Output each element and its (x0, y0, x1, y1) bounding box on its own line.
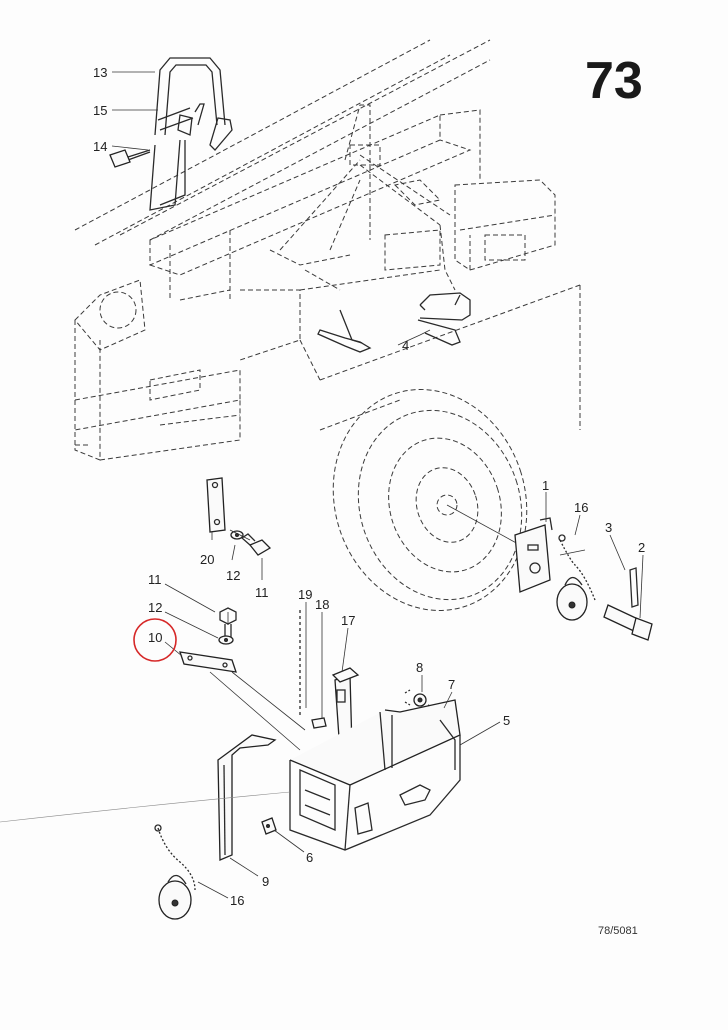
clamp-parts (317, 292, 471, 353)
callout-12-upper: 12 (226, 568, 240, 583)
small-clip-part (261, 817, 277, 835)
callout-5: 5 (503, 713, 510, 728)
callout-leaders (111, 71, 644, 899)
upper-spacer-bolt-set (206, 477, 272, 556)
callout-3: 3 (605, 520, 612, 535)
carrier-tray (289, 699, 461, 851)
hold-down-rod (217, 734, 277, 861)
callout-12-lower: 12 (148, 600, 162, 615)
callout-11-upper: 11 (255, 585, 269, 600)
callout-2: 2 (638, 540, 645, 555)
highlight-circle (133, 618, 177, 662)
callout-17: 17 (341, 613, 355, 628)
callout-15: 15 (93, 103, 107, 118)
callout-6: 6 (306, 850, 313, 865)
callout-7: 7 (448, 677, 455, 692)
callout-10: 10 (148, 630, 162, 645)
callout-8: 8 (416, 660, 423, 675)
page-number: 73 (585, 52, 643, 110)
callout-14: 14 (93, 139, 107, 154)
callout-1: 1 (542, 478, 549, 493)
callout-9: 9 (262, 874, 269, 889)
callout-20: 20 (200, 552, 214, 567)
callout-13: 13 (93, 65, 107, 80)
vehicle-frame-outline (74, 39, 581, 461)
right-lock-assembly (514, 517, 653, 641)
drawing-reference: 78/5081 (598, 925, 638, 937)
callout-11-lower: 11 (148, 572, 162, 587)
lower-strap-bolt-set (179, 607, 237, 673)
handle-bracket-assembly (109, 57, 233, 211)
left-padlock-chain (154, 824, 196, 920)
callout-18: 18 (315, 597, 329, 612)
callout-19: 19 (298, 587, 312, 602)
callout-16-lower: 16 (230, 893, 244, 908)
stray-pencil-line (0, 791, 291, 823)
callout-16-right: 16 (574, 500, 588, 515)
spare-wheel-outline (332, 389, 528, 611)
callout-4: 4 (402, 338, 409, 353)
